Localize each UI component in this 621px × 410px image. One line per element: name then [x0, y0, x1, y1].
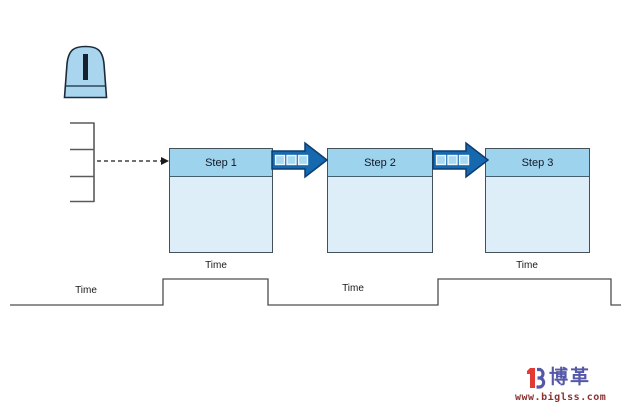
step-2-label: Step 2	[364, 156, 396, 169]
time-label-step1: Time	[205, 260, 227, 271]
process-box-step-1-header: Step 1	[170, 149, 272, 177]
bracket-icon	[70, 122, 95, 203]
process-box-step-1: Step 1	[169, 148, 273, 253]
process-box-step-3-header: Step 3	[486, 149, 589, 177]
time-label-low-left: Time	[75, 285, 97, 296]
step-1-label: Step 1	[205, 156, 237, 169]
time-label-step3: Time	[516, 260, 538, 271]
time-label-low-middle: Time	[342, 283, 364, 294]
inventory-i-symbol	[83, 54, 88, 80]
logo-url-text: www.biglss.com	[515, 392, 607, 403]
process-box-step-3: Step 3	[485, 148, 590, 253]
inventory-icon	[63, 45, 108, 99]
process-box-step-2-header: Step 2	[328, 149, 432, 177]
process-box-step-2: Step 2	[327, 148, 433, 253]
push-arrow-icon-2	[432, 141, 490, 179]
dashed-arrow-icon	[97, 157, 169, 165]
step-3-label: Step 3	[521, 156, 554, 169]
push-arrow-icon-1	[271, 141, 329, 179]
logo-brand-text: 博革	[549, 367, 592, 388]
timeline	[10, 278, 621, 306]
logo-mark-icon	[527, 367, 546, 389]
